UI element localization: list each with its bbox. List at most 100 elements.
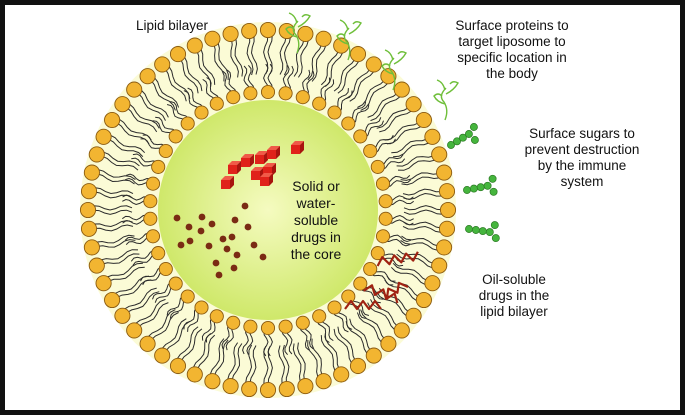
drug-molecule-dot-icon — [228, 233, 236, 241]
surface-molecules — [285, 12, 500, 243]
inner-lipid-head — [180, 289, 195, 304]
outer-lipid-tail — [132, 298, 166, 330]
outer-lipid-tail — [320, 335, 340, 376]
drug-molecule-dot-icon — [208, 220, 216, 228]
drug-molecule-dot-icon — [233, 251, 241, 259]
inner-lipid-head — [143, 194, 158, 209]
drug-molecule-dot-icon — [244, 223, 252, 231]
outer-lipid-head — [278, 380, 295, 398]
outer-lipid-head — [114, 307, 131, 324]
outer-lipid-head — [438, 183, 456, 200]
outer-lipid-head — [415, 111, 432, 129]
inner-lipid-head — [260, 320, 276, 336]
outer-lipid-tail — [403, 209, 449, 215]
inner-lipid-head — [145, 229, 161, 244]
inner-lipid-head — [243, 86, 258, 101]
oil-soluble-drug-chain — [376, 251, 419, 267]
solid-drug-cube-icon — [228, 161, 241, 174]
outer-lipid-head — [297, 25, 314, 42]
outer-lipid-head — [154, 56, 171, 73]
inner-lipid-head — [143, 211, 158, 226]
solid-drug-cube-icon — [221, 176, 234, 189]
inner-lipid-head — [375, 176, 391, 191]
drug-molecule-dot-icon — [177, 241, 185, 249]
drug-molecule-dot-icon — [219, 235, 227, 243]
inner-lipid-head — [278, 319, 293, 334]
outer-lipid-head — [83, 164, 100, 181]
inner-lipid-head — [168, 276, 183, 291]
inner-lipid-head — [312, 309, 327, 324]
outer-lipid-head — [204, 30, 221, 47]
outer-lipid-head — [186, 37, 203, 54]
outer-lipid-head — [259, 381, 277, 399]
outer-lipid-tail — [232, 33, 244, 77]
sugar-chain-icon — [465, 221, 500, 243]
drug-molecule-dot-icon — [185, 223, 193, 231]
outer-lipid-head — [95, 275, 112, 292]
oil-soluble-drug-chain — [385, 281, 409, 299]
drug-molecule-dot-icon — [250, 241, 258, 249]
outer-lipid-head — [139, 68, 156, 85]
liposome-diagram — [79, 12, 500, 399]
inner-lipid-head — [353, 276, 368, 291]
inner-lipid-head — [370, 159, 385, 174]
outer-lipid-tail — [91, 234, 135, 246]
drug-molecule-dot-icon — [241, 202, 249, 210]
outer-lipid-tail — [307, 339, 322, 383]
branched-protein-icon — [336, 19, 362, 61]
outer-lipid-tail — [92, 169, 136, 181]
outer-lipid-tail — [123, 101, 160, 129]
inner-lipid-head — [327, 105, 342, 120]
outer-lipid-tail — [311, 39, 327, 82]
outer-lipid-head — [126, 81, 143, 98]
outer-lipid-head — [438, 220, 456, 237]
outer-lipid-head — [431, 146, 448, 163]
inner-lipid-head — [327, 300, 342, 315]
outer-lipid-tail — [370, 90, 404, 122]
outer-lipid-head — [333, 366, 350, 383]
drug-molecule-dot-icon — [230, 264, 238, 272]
outer-lipid-tail — [145, 309, 176, 343]
outer-lipid-tail — [148, 74, 180, 108]
outer-lipid-head — [297, 378, 314, 395]
outer-lipid-tail — [292, 343, 304, 387]
inner-lipid-head — [226, 315, 241, 330]
outer-lipid-head — [169, 357, 187, 374]
outer-lipid-head — [80, 183, 98, 200]
drug-molecule-dot-icon — [215, 271, 223, 279]
solid-drug-cube-icon — [241, 154, 254, 167]
outer-lipid-tail — [401, 174, 445, 186]
inner-lipid-head — [168, 129, 183, 144]
aqueous-core — [158, 100, 378, 320]
outer-lipid-head — [259, 21, 277, 39]
outer-lipid-tail — [245, 344, 253, 389]
inner-lipid-head — [341, 116, 356, 131]
outer-lipid-head — [315, 30, 332, 47]
outer-lipid-tail — [104, 134, 146, 154]
outer-lipid-head — [222, 378, 239, 395]
outer-lipid-head — [79, 201, 97, 219]
outer-lipid-head — [222, 25, 239, 42]
outer-lipid-head — [104, 111, 121, 129]
outer-lipid-tail — [360, 77, 391, 111]
outer-lipid-tail — [97, 151, 140, 167]
inner-lipid-head — [295, 315, 310, 330]
outer-lipid-tail — [175, 326, 199, 365]
inner-lipid-head — [145, 176, 161, 191]
surface-sugars-label: Surface sugars to prevent destruction by… — [524, 126, 640, 189]
core-drugs-label: Solid or water- soluble drugs in the cor… — [290, 178, 342, 262]
drug-molecule-dot-icon — [212, 259, 220, 267]
lipid-heads — [79, 21, 457, 399]
outer-lipid-tail — [209, 338, 225, 381]
sugar-chain-icon — [463, 174, 498, 196]
outer-lipid-head — [169, 46, 187, 63]
solid-drug-cube-icon — [291, 141, 304, 154]
outer-lipid-head — [436, 239, 453, 256]
inner-lipid-head — [378, 211, 393, 226]
outer-lipid-head — [126, 322, 143, 339]
outer-lipid-head — [349, 357, 367, 374]
inner-lipid-head — [378, 194, 393, 209]
branched-protein-icon — [285, 12, 311, 54]
outer-lipid-tail — [102, 262, 143, 282]
inner-lipid-head — [295, 90, 310, 105]
